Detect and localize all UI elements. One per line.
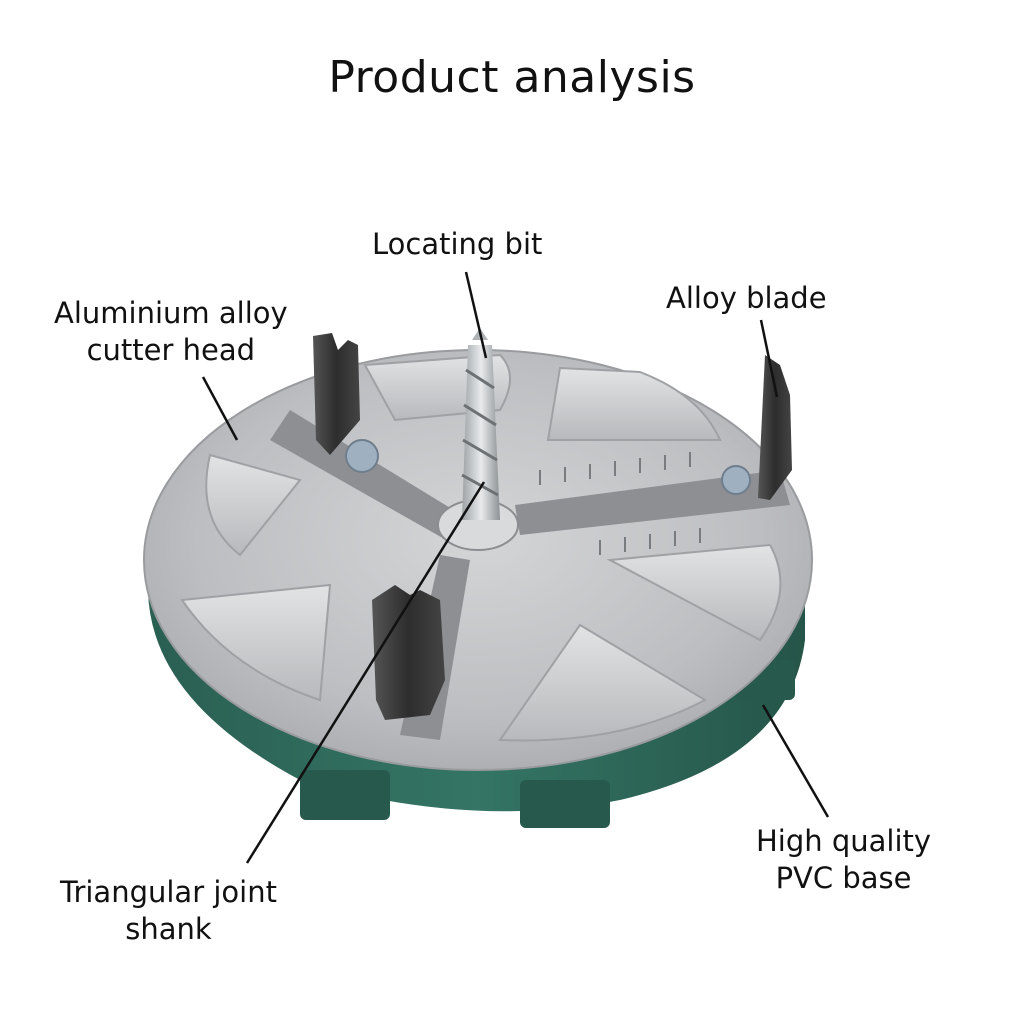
cutter-head-plate [143,349,813,771]
callout-text: shank [125,912,212,946]
page-title: Product analysis [328,52,696,103]
callout-text: Alloy blade [666,281,827,315]
callout-leader-lines [201,271,830,864]
callout-text: Triangular joint [60,875,277,909]
alloy-blades [313,333,792,720]
callout-triangular-shank: Triangular joint shank [60,874,277,948]
callout-cutter-head: Aluminium alloy cutter head [54,295,288,369]
callout-text: PVC base [775,861,912,895]
callout-pvc-base: High quality PVC base [756,823,931,897]
locating-bit [461,328,500,520]
callout-text: cutter head [86,333,256,367]
callout-alloy-blade: Alloy blade [666,280,827,317]
callout-text: Aluminium alloy [54,296,288,330]
callout-locating-bit: Locating bit [372,226,542,263]
callout-text: High quality [756,824,932,858]
callout-text: Locating bit [372,227,543,261]
